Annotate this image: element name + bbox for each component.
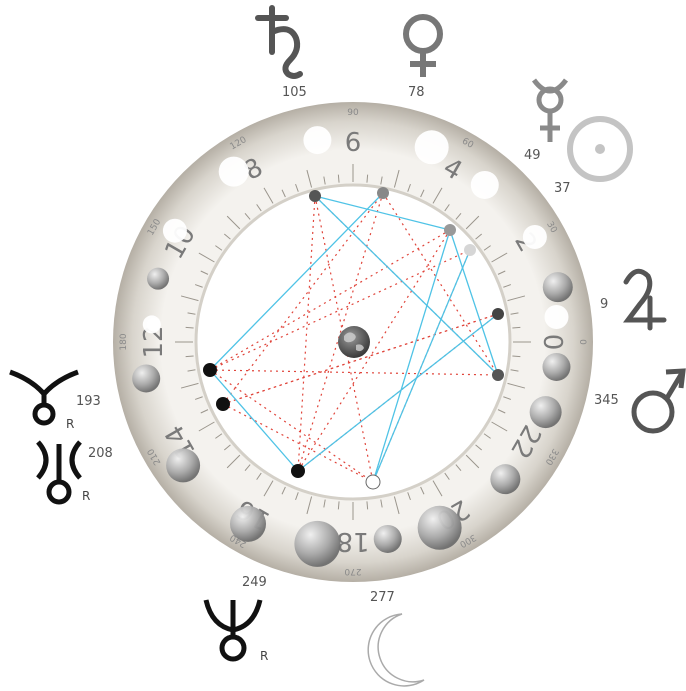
neptune-icon (10, 372, 78, 423)
sun-icon (570, 119, 630, 179)
tick-mark (367, 175, 368, 183)
point-venus[interactable] (377, 187, 389, 199)
saturn-icon (258, 8, 300, 76)
point-moon[interactable] (366, 475, 380, 489)
point-jupiter[interactable] (492, 308, 504, 320)
hour-number: 18 (336, 526, 369, 556)
point-pluto[interactable] (216, 397, 230, 411)
degree-label-jupiter: 9 (600, 297, 608, 312)
tick-mark (338, 501, 339, 509)
hour-number: 0 (537, 334, 567, 351)
moon-icon (368, 614, 424, 686)
tick-mark (512, 356, 520, 357)
ring-body (471, 171, 499, 199)
degree-label-sun: 37 (554, 181, 571, 196)
point-uranus[interactable] (291, 464, 305, 478)
degree-label-neptune: 193 (76, 394, 101, 409)
uranus-icon (206, 600, 260, 659)
ring-body (166, 448, 200, 482)
pluto-icon (38, 442, 80, 502)
degree-number: 180 (119, 333, 129, 350)
point-sun[interactable] (464, 244, 476, 256)
degree-label-pluto: 208 (88, 446, 113, 461)
retro-neptune: R (66, 417, 74, 431)
degree-number: 90 (347, 108, 359, 118)
ring-body (523, 225, 547, 249)
hour-number: 6 (345, 128, 362, 158)
jupiter-icon (626, 271, 664, 328)
tick-mark (367, 501, 368, 509)
venus-icon (406, 17, 440, 77)
ring-body (415, 130, 449, 164)
ring-body (490, 464, 520, 494)
ring-body (147, 268, 169, 290)
point-mars[interactable] (492, 369, 504, 381)
degree-number: 270 (344, 566, 361, 576)
degree-label-mars: 345 (594, 393, 619, 408)
ring-body (542, 353, 570, 381)
ring-body (163, 219, 187, 243)
ring-body (132, 364, 160, 392)
retro-pluto: R (82, 489, 90, 503)
tick-mark (512, 327, 520, 328)
mercury-icon (534, 80, 566, 142)
tick-mark (186, 356, 194, 357)
ring-body (530, 396, 562, 428)
ring-body (418, 506, 462, 550)
point-saturn[interactable] (309, 190, 321, 202)
point-neptune[interactable] (203, 363, 217, 377)
ring-body (294, 521, 340, 567)
ring-body (374, 525, 402, 553)
ring-body (147, 318, 161, 332)
degree-label-venus: 78 (408, 85, 425, 100)
ring-body (303, 126, 331, 154)
degree-label-moon: 277 (370, 590, 395, 605)
tick-mark (186, 327, 194, 328)
degree-label-saturn: 105 (282, 85, 307, 100)
degree-label-uranus: 249 (242, 575, 267, 590)
ring-body (230, 506, 266, 542)
mars-icon (634, 371, 683, 431)
earth-icon (338, 326, 370, 358)
ring-body (543, 272, 573, 302)
degree-label-mercury: 49 (524, 148, 541, 163)
tick-mark (338, 175, 339, 183)
degree-number: 0 (577, 339, 587, 345)
ring-body (219, 157, 249, 187)
ring-body (544, 305, 568, 329)
retro-uranus: R (260, 649, 268, 663)
point-mercury[interactable] (444, 224, 456, 236)
